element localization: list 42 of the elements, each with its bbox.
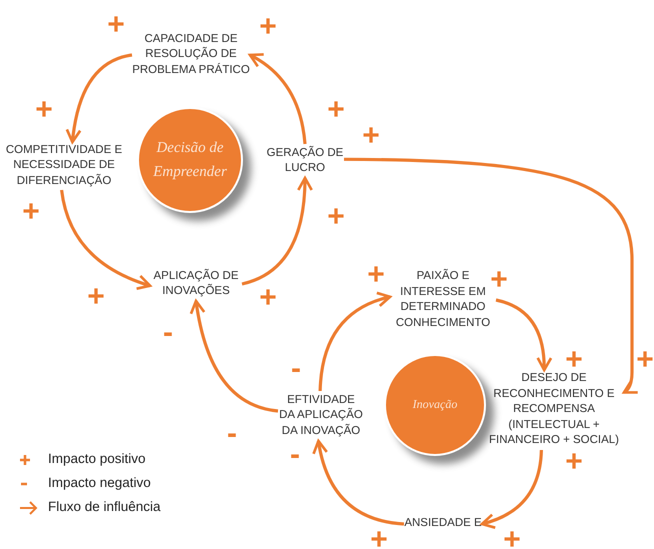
polarity-sign: + <box>107 10 125 40</box>
curved-arrow <box>60 190 152 290</box>
polarity-sign: + <box>327 95 345 125</box>
polarity-sign: + <box>327 202 345 232</box>
polarity-sign: - <box>163 318 173 348</box>
polarity-sign: + <box>259 12 277 42</box>
polarity-sign: + <box>22 197 40 227</box>
legend-label: Impacto negativo <box>48 475 151 490</box>
curved-arrow <box>496 298 552 372</box>
polarity-sign: + <box>503 525 521 549</box>
polarity-sign: + <box>259 283 277 313</box>
node-label: PAIXÃO E INTERESSE EM DETERMINADO CONHECIMENTO <box>394 269 492 330</box>
curved-arrow <box>190 300 278 413</box>
polarity-sign: - <box>290 440 300 470</box>
curved-arrow <box>480 450 543 528</box>
node-label: CAPACIDADE DE RESOLUÇÃO DE PROBLEMA PRÁTICO <box>132 32 250 78</box>
curved-arrow <box>344 158 640 394</box>
node-label: ANSIEDADE E <box>404 516 482 532</box>
polarity-sign: + <box>367 260 385 290</box>
polarity-sign: + <box>636 345 654 375</box>
curved-arrow <box>66 53 132 144</box>
polarity-sign: + <box>35 95 53 125</box>
polarity-sign: + <box>362 121 380 151</box>
polarity-sign: + <box>565 447 583 477</box>
polarity-sign: + <box>370 525 388 549</box>
node-label: APLICAÇÃO DE INOVAÇÕES <box>152 268 240 299</box>
curved-arrow <box>312 440 404 526</box>
circle-node: Decisão de Empreender <box>137 107 243 213</box>
legend-label: Impacto positivo <box>48 451 146 466</box>
node-label: COMPETITIVIDADE E NECESSIDADE DE DIFERENCIAÇÃO <box>4 142 124 189</box>
curved-arrow <box>242 176 313 286</box>
node-label: DESEJO DE RECONHECIMENTO E RECOMPENSA (INTELECTUAL + FINANCEIRO + SOCIAL) <box>488 371 620 448</box>
circle-node: Inovação <box>384 354 486 456</box>
polarity-sign: + <box>87 282 105 312</box>
node-label: GERAÇÃO DE LUCRO <box>266 146 344 176</box>
legend-label: Fluxo de influência <box>48 499 161 514</box>
polarity-sign: - <box>291 354 301 384</box>
curved-arrow <box>248 54 307 144</box>
curved-arrow <box>318 292 392 392</box>
polarity-sign: - <box>227 419 237 449</box>
polarity-sign: + <box>490 265 508 295</box>
node-label: EFTIVIDADE DA APLICAÇÃO DA INOVAÇÃO <box>278 392 364 439</box>
